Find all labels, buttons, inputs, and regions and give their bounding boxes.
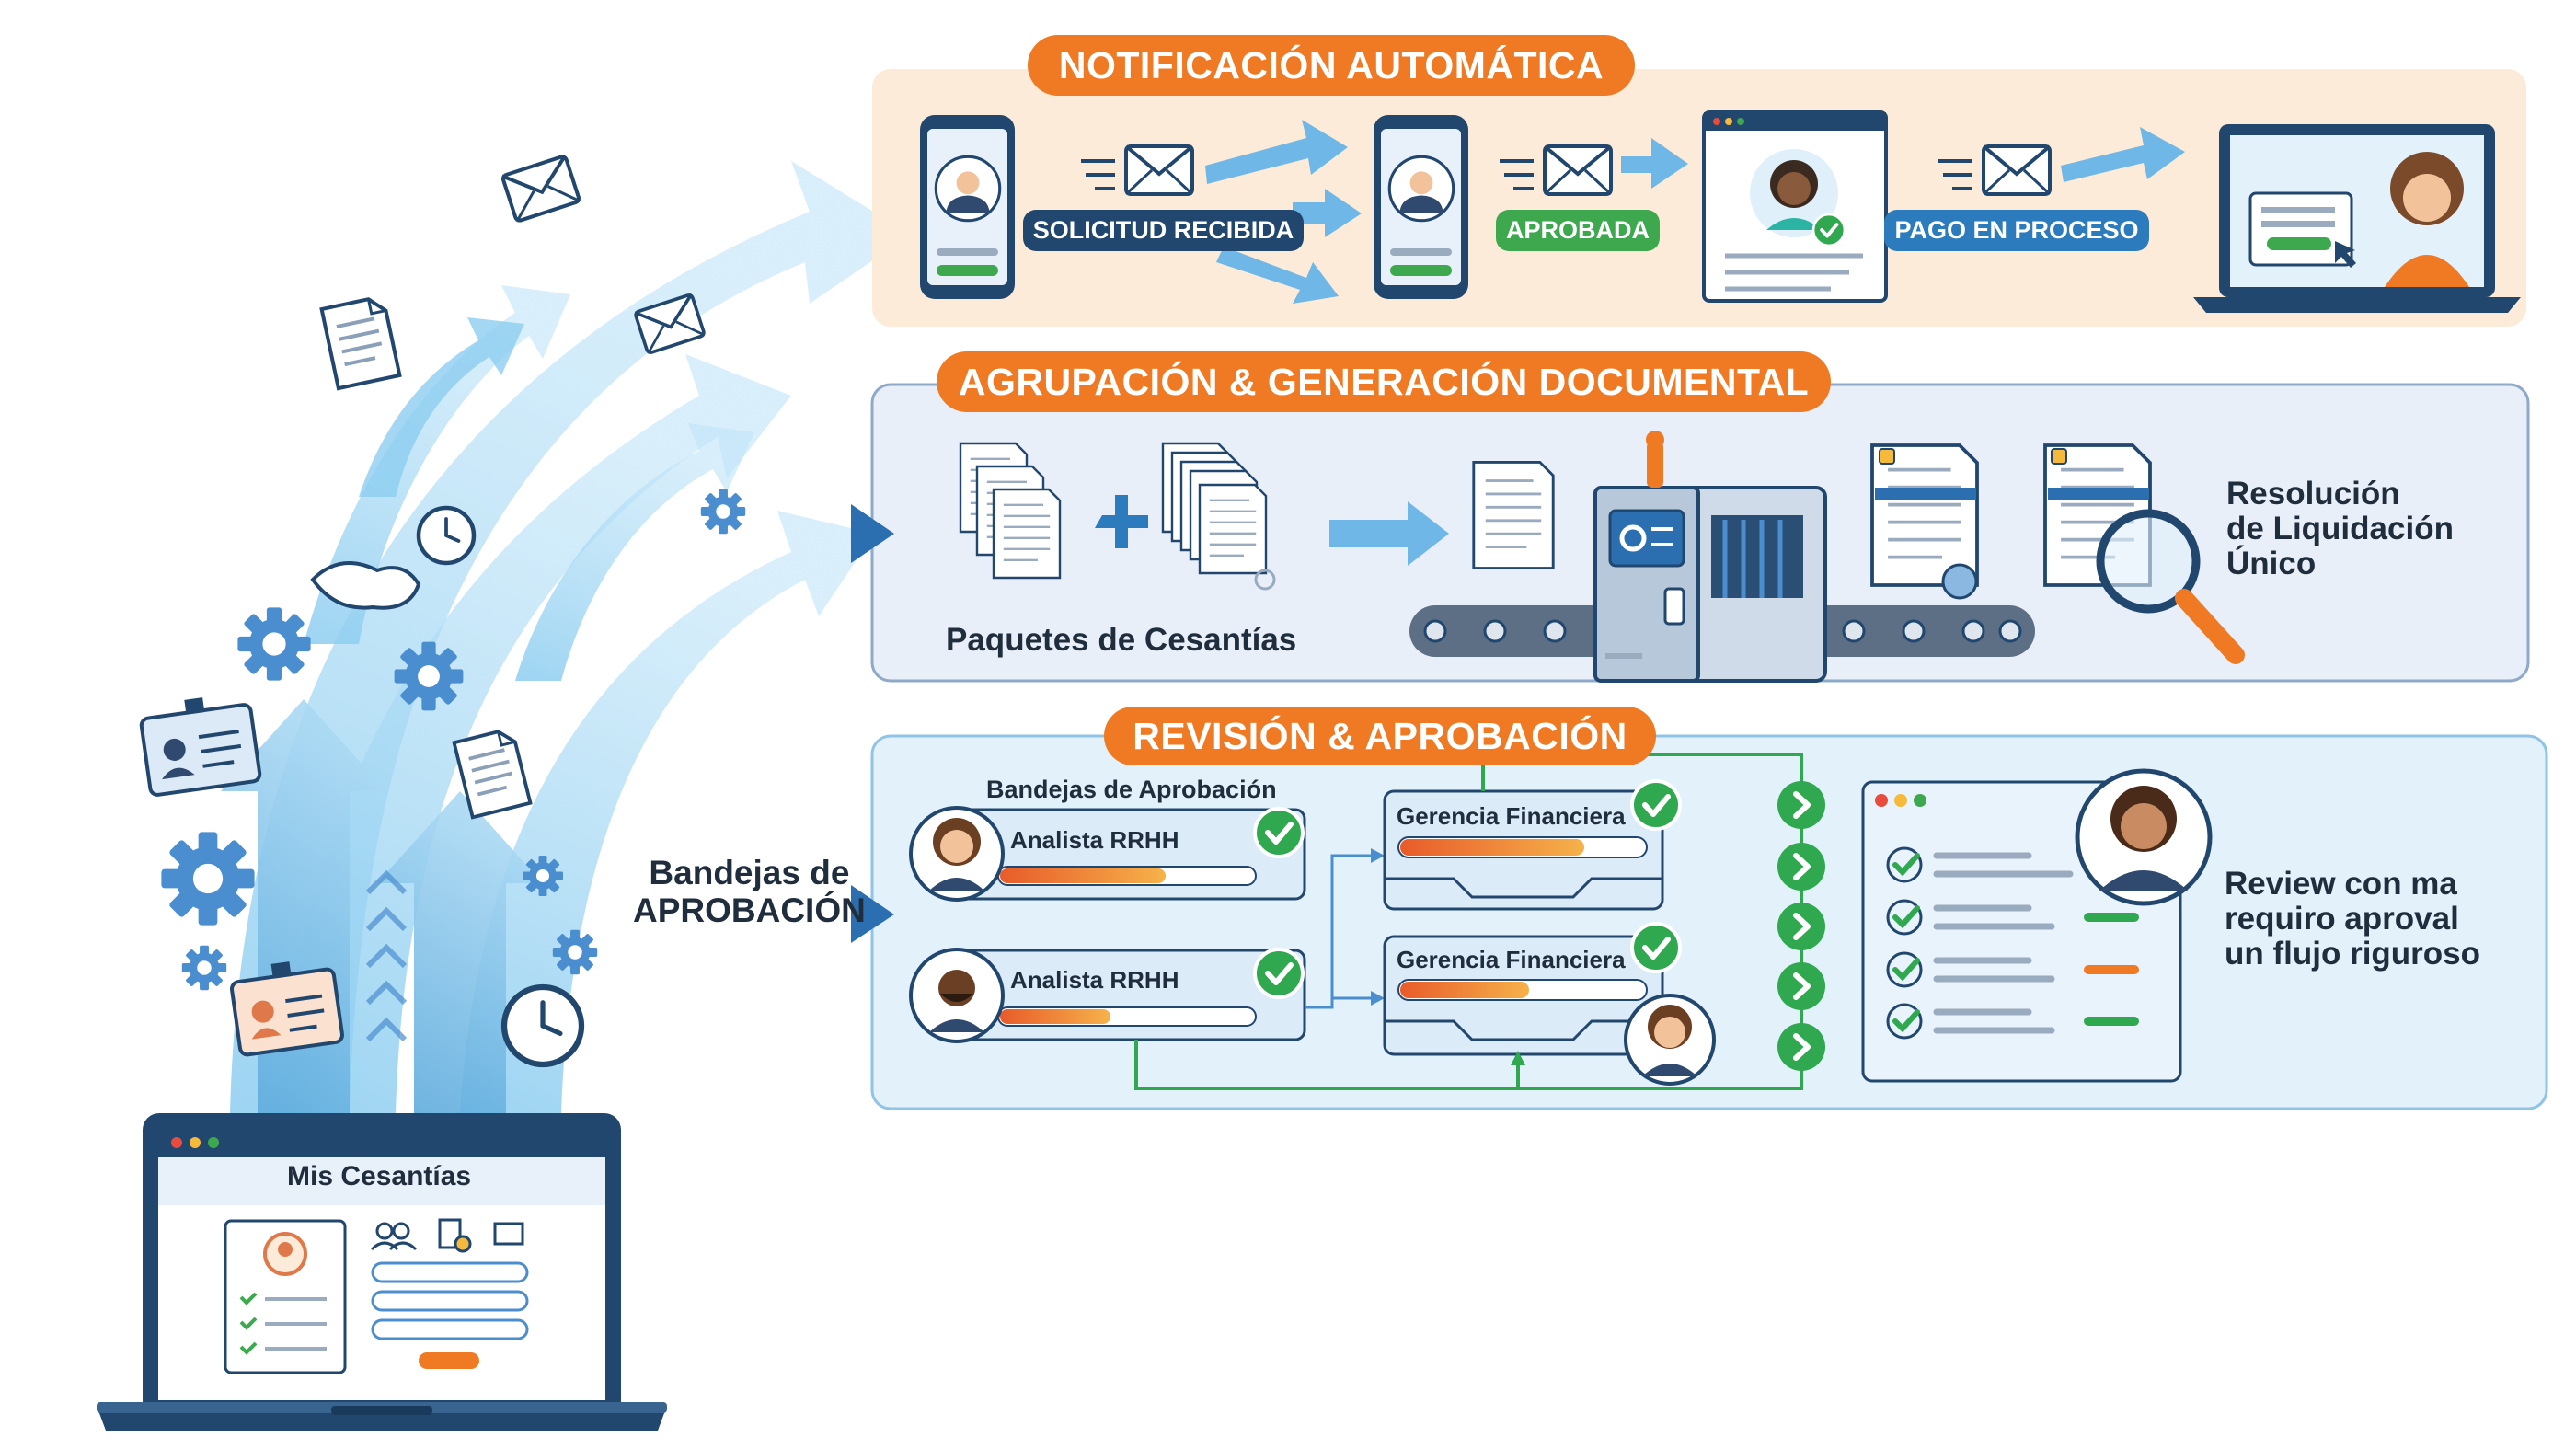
manager-card — [1383, 781, 1680, 911]
id-card-icon — [230, 961, 344, 1057]
laptop-mis-cesantias — [97, 1113, 667, 1431]
link-icon — [310, 561, 421, 610]
manager-label: Gerencia Financiera — [1397, 946, 1626, 973]
id-card-icon — [139, 697, 262, 797]
gear-icon — [181, 945, 227, 991]
chip-pago-en-proceso: PAGO EN PROCESO — [1884, 210, 2149, 251]
panel-agrupacion — [851, 383, 2530, 683]
gear-icon — [552, 929, 598, 975]
analyst-card — [909, 806, 1306, 902]
gear-icon — [523, 856, 563, 896]
trays-title: Bandejas de Aprobación — [986, 776, 1277, 803]
chevron-right-icon — [1777, 781, 1825, 829]
clock-icon — [504, 987, 581, 1064]
document-stack-icon — [1161, 442, 1276, 591]
analyst-label: Analista RRHH — [1010, 966, 1179, 994]
panel-revision — [851, 734, 2548, 1110]
review-note: Review con ma requiro aproval un flujo r… — [2225, 867, 2480, 972]
floating-icons — [139, 154, 746, 1064]
review-note-line: un flujo riguroso — [2225, 936, 2481, 972]
packages-label: Paquetes de Cesantías — [946, 622, 1297, 658]
chevron-right-icon — [1777, 1023, 1825, 1071]
banner-agrupacion: AGRUPACIÓN & GENERACIÓN DOCUMENTAL — [937, 351, 1831, 412]
envelope-icon — [1500, 144, 1613, 196]
analyst-label: Analista RRHH — [1010, 826, 1179, 854]
phone-icon — [1374, 115, 1468, 299]
play-arrow-icon — [851, 504, 894, 563]
envelope-icon — [1938, 144, 2052, 196]
gear-icon — [237, 607, 311, 681]
gear-icon — [161, 832, 255, 926]
plus-icon — [1095, 495, 1148, 548]
document-icon — [319, 293, 402, 391]
web-profile-card — [1702, 110, 1888, 303]
clock-icon — [419, 508, 474, 563]
result-label-line: Único — [2226, 546, 2317, 581]
manager-label: Gerencia Financiera — [1397, 802, 1626, 830]
review-note-line: requiro aproval — [2225, 901, 2459, 937]
gear-icon — [394, 641, 464, 711]
left-trays-label-line: APROBACIÓN — [633, 891, 866, 929]
magnifier-icon — [2096, 509, 2245, 664]
resolution-document-icon — [2043, 443, 2152, 587]
result-label: Resolución de Liquidación Único — [2226, 477, 2454, 581]
panel-notificacion — [872, 69, 2526, 327]
chevron-right-icon — [1777, 903, 1825, 950]
laptop-title: Mis Cesantías — [287, 1161, 472, 1191]
left-trays-label: Bandejas de APROBACIÓN — [633, 854, 866, 929]
document-machine — [1409, 431, 2035, 683]
envelope-icon — [1081, 144, 1194, 196]
reviewer-avatar — [2075, 768, 2213, 906]
review-note-line: Review con ma — [2225, 866, 2457, 902]
analyst-card — [909, 949, 1306, 1043]
manager-card — [1383, 924, 1680, 1056]
chip-aprobada: APROBADA — [1496, 210, 1660, 251]
chevron-right-icon — [1777, 962, 1825, 1010]
manager-avatar — [1624, 994, 1716, 1086]
envelope-icon — [500, 154, 582, 224]
banner-revision: REVISIÓN & APROBACIÓN — [1104, 707, 1656, 765]
result-label-line: de Liquidación — [2226, 511, 2454, 546]
resolution-document-icon — [1870, 443, 1979, 600]
gear-icon — [700, 489, 746, 535]
arrow-right-icon — [1329, 501, 1449, 566]
play-arrow-icon — [851, 885, 894, 943]
result-label-line: Resolución — [2226, 476, 2400, 512]
left-trays-label-line: Bandejas de — [649, 854, 850, 891]
banner-notificacion: NOTIFICACIÓN AUTOMÁTICA — [1028, 35, 1635, 96]
chip-solicitud-recibida: SOLICITUD RECIBIDA — [1023, 210, 1304, 251]
phone-icon — [920, 115, 1015, 299]
chevron-right-icon — [1777, 843, 1825, 891]
laptop-icon — [2193, 124, 2521, 313]
